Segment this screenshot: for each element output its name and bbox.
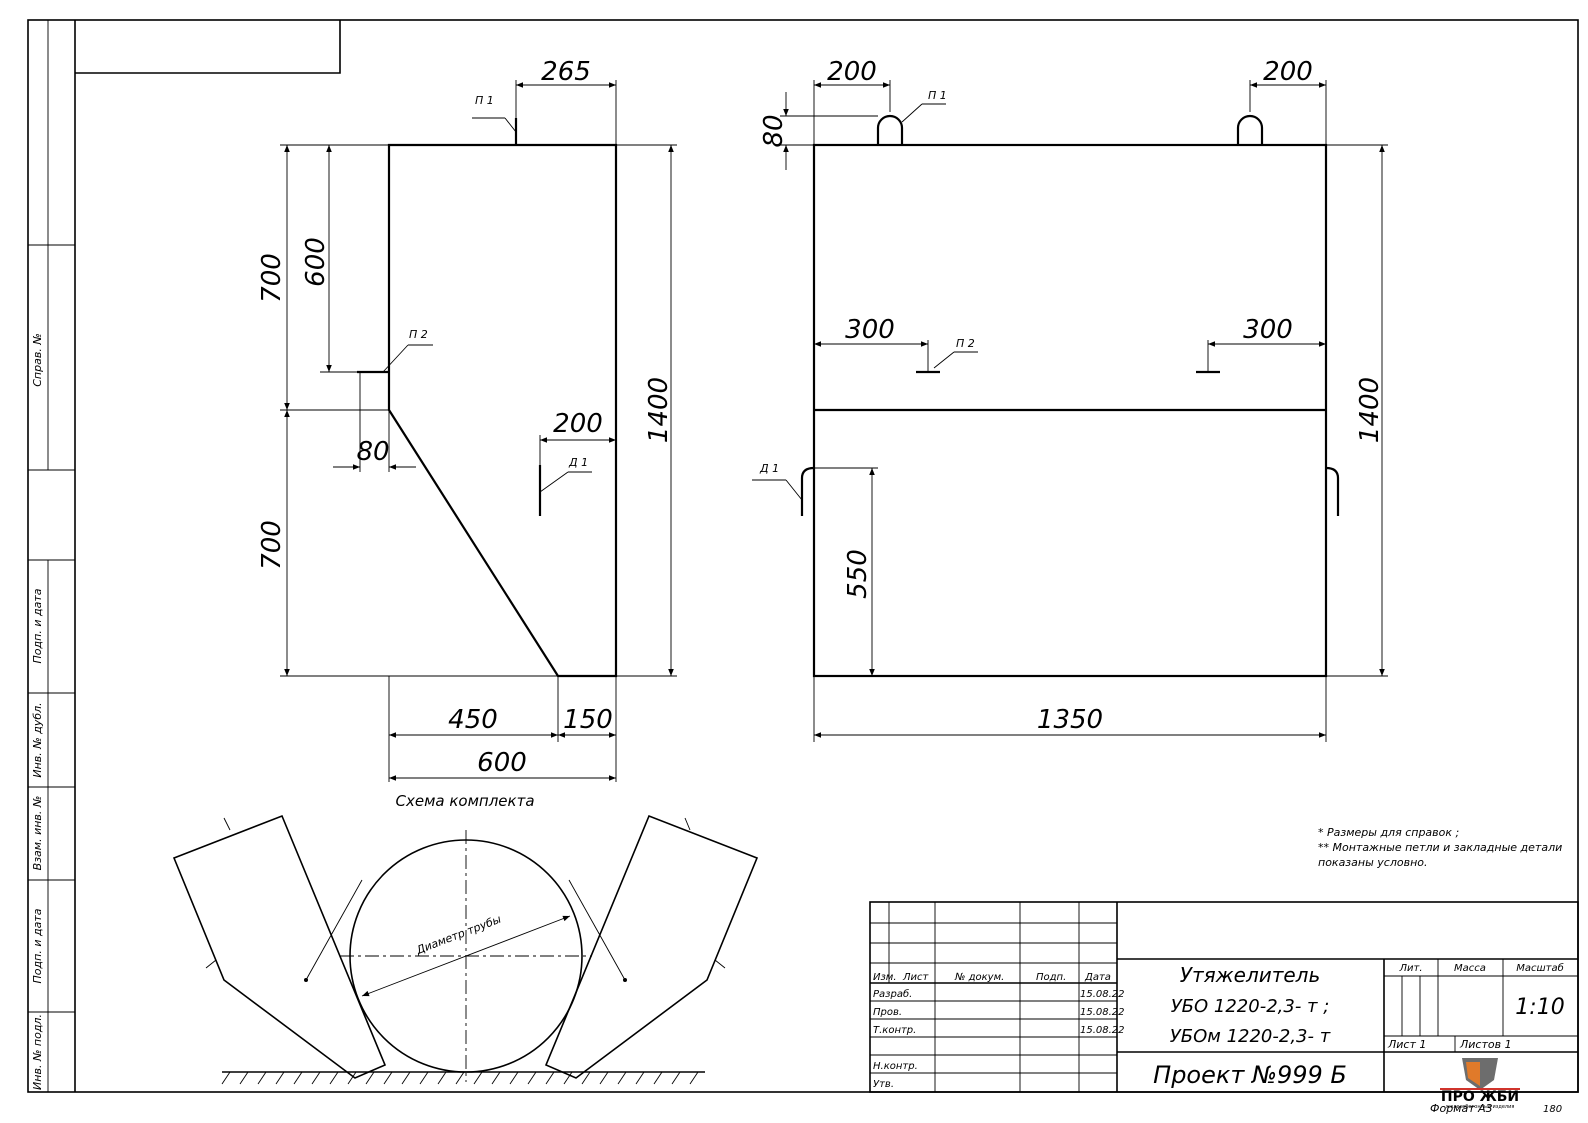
note-1: * Размеры для справок ; (1318, 826, 1459, 839)
dim-front-loop-height-80: 80 (759, 114, 789, 147)
stamp-inv-dubl: Инв. № дубл. (31, 702, 44, 777)
dim-loop-600: 600 (301, 237, 331, 287)
scale-label: Масштаб (1516, 962, 1564, 974)
row-prov-date: 15.08.22 (1080, 1007, 1125, 1018)
dim-bottom-150: 150 (563, 705, 613, 735)
mass-label: Масса (1454, 963, 1486, 974)
product-name-line2: УБО 1220-2,3- т ; (1171, 996, 1330, 1017)
dim-bottom-450: 450 (448, 705, 498, 735)
dim-front-p2-right-300: 300 (1243, 315, 1293, 345)
front-hook-left (800, 466, 815, 516)
dim-bottom-600: 600 (477, 748, 527, 778)
side-stamps: Справ. № Подп. и дата Инв. № дубл. Взам.… (31, 333, 44, 1090)
title-block: Изм. Лист № докум. Подп. Дата Разраб. 15… (869, 901, 1579, 1110)
logo-subtext: железобетонные изделия (1446, 1104, 1515, 1110)
note-3: показаны условно. (1318, 856, 1428, 869)
front-hook-right (1325, 466, 1340, 516)
side-mark-p1: П 1 (475, 94, 494, 107)
row-razrab-date: 15.08.22 (1080, 989, 1125, 1000)
weight-left (172, 814, 387, 1079)
dim-front-height-1400: 1400 (1355, 377, 1385, 443)
row-prov-role: Пров. (873, 1007, 902, 1018)
front-mark-d1: Д 1 (759, 462, 779, 475)
scheme-title: Схема комплекта (395, 792, 534, 810)
side-view: П 1 265 1400 700 700 600 П 2 80 (257, 57, 677, 782)
project-number: Проект №999 Б (1153, 1061, 1347, 1089)
dim-front-p2-left-300: 300 (845, 315, 895, 345)
front-view: 200 200 80 П 1 1400 300 300 П 2 (752, 57, 1388, 742)
sheet-frame (27, 19, 1579, 1093)
side-mark-p2: П 2 (409, 328, 428, 341)
logo-text: ПРО ЖБИ (1441, 1089, 1519, 1105)
dim-front-width-1350: 1350 (1037, 705, 1103, 735)
row-razrab-role: Разраб. (873, 988, 912, 1000)
stamp-inv-podl: Инв. № подл. (31, 1014, 44, 1090)
dim-front-loop-left-200: 200 (827, 57, 877, 87)
product-name-line1: Утяжелитель (1180, 963, 1321, 987)
hdr-data: Дата (1084, 972, 1111, 983)
scale-value: 1:10 (1515, 995, 1564, 1020)
dim-top-265: 265 (541, 57, 591, 87)
stamp-spravka: Справ. № (31, 333, 44, 387)
notes: * Размеры для справок ; ** Монтажные пет… (1318, 826, 1562, 869)
hdr-doc-no: № докум. (954, 972, 1004, 983)
note-2: ** Монтажные петли и закладные детали (1318, 841, 1562, 854)
weight-right (544, 814, 759, 1079)
front-loop-right (1236, 114, 1264, 145)
format-label: Формат А3 (1430, 1102, 1493, 1115)
row-tkontr-date: 15.08.22 (1080, 1025, 1125, 1036)
stamp-vzam-inv: Взам. инв. № (31, 796, 44, 871)
side-mark-d1: Д 1 (568, 456, 588, 469)
row-utv-role: Утв. (873, 1079, 894, 1090)
dim-embed-200: 200 (553, 409, 603, 439)
row-tkontr-role: Т.контр. (873, 1025, 916, 1036)
company-logo: ПРО ЖБИ железобетонные изделия (1440, 1058, 1520, 1110)
lit-label: Лит. (1398, 963, 1422, 974)
hdr-list: Лист (902, 972, 930, 983)
row-nkontr-role: Н.контр. (873, 1061, 918, 1072)
front-loop-left (876, 114, 904, 145)
sheets-label: Листов 1 (1459, 1038, 1512, 1051)
page-code: 180 (1543, 1104, 1562, 1115)
hdr-izm: Изм. (873, 972, 897, 983)
pipe-diameter-line (361, 915, 571, 997)
front-mark-p1: П 1 (928, 89, 947, 102)
hdr-podp: Подп. (1036, 972, 1066, 983)
product-name-line3: УБОм 1220-2,3- т (1170, 1026, 1331, 1047)
sheet-label: Лист 1 (1387, 1038, 1426, 1051)
pipe-diameter-label: Диаметр трубы (414, 912, 504, 957)
dim-front-loop-right-200: 200 (1263, 57, 1313, 87)
dim-side-height-1400: 1400 (644, 377, 674, 443)
dim-lower-700: 700 (257, 520, 287, 570)
stamp-podp-2: Подп. и дата (31, 908, 44, 983)
dim-upper-700: 700 (257, 253, 287, 303)
dim-front-d1-550: 550 (843, 549, 873, 599)
front-mark-p2: П 2 (956, 337, 975, 350)
dim-offset-80: 80 (356, 437, 389, 467)
stamp-podp-1: Подп. и дата (31, 588, 44, 663)
assembly-scheme: Схема комплекта Диаметр трубы (172, 792, 759, 1085)
